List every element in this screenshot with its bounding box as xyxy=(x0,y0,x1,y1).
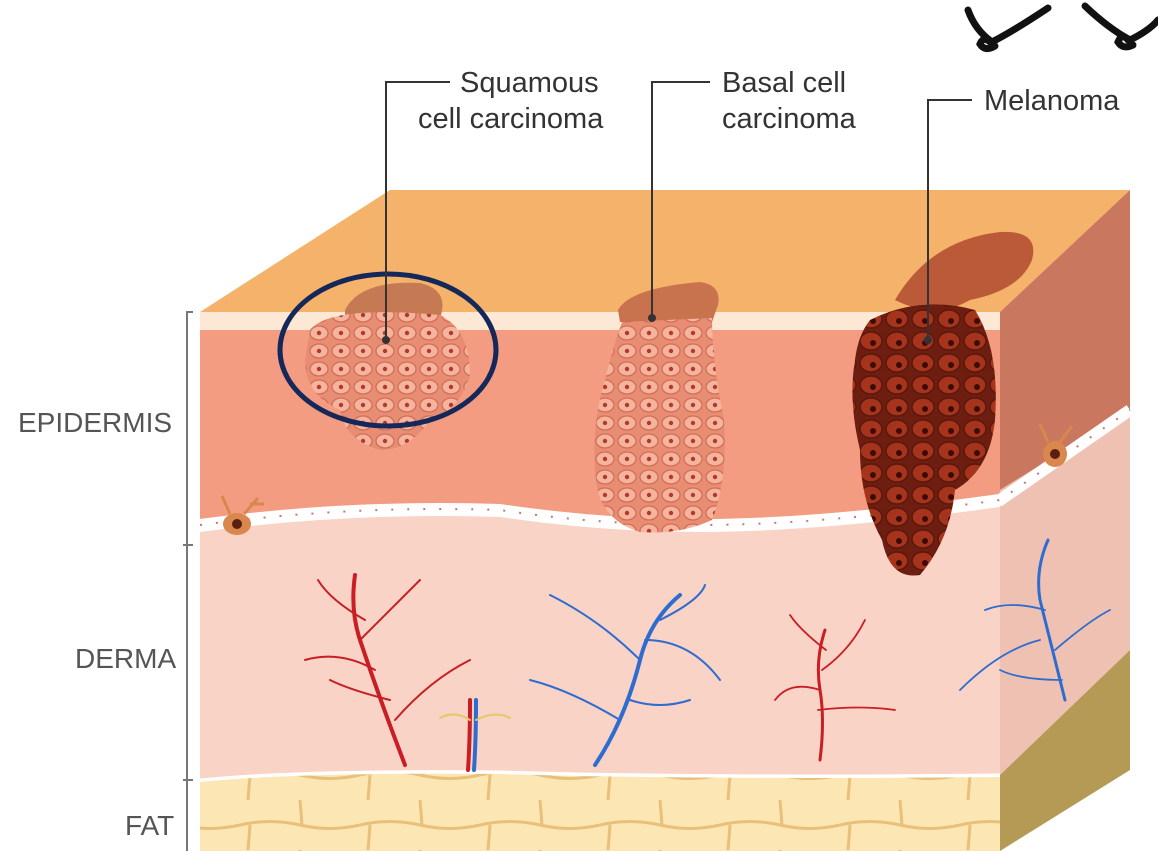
squamous-label-line1: Squamous xyxy=(460,67,599,99)
layer-bracket xyxy=(187,312,193,851)
basal-label-line2: carcinoma xyxy=(722,103,857,135)
dermis-layer xyxy=(200,507,1000,780)
fat-layer xyxy=(200,774,1000,851)
basal-tumor xyxy=(594,318,725,533)
corner-ornament xyxy=(968,6,1158,49)
derma-label: DERMA xyxy=(75,643,176,674)
melanoma-label: Melanoma xyxy=(984,85,1120,117)
basal-label-line1: Basal cell xyxy=(722,67,846,99)
squamous-label-line2: cell carcinoma xyxy=(418,103,604,135)
fat-label: FAT xyxy=(125,810,174,841)
epidermis-label: EPIDERMIS xyxy=(18,407,172,438)
